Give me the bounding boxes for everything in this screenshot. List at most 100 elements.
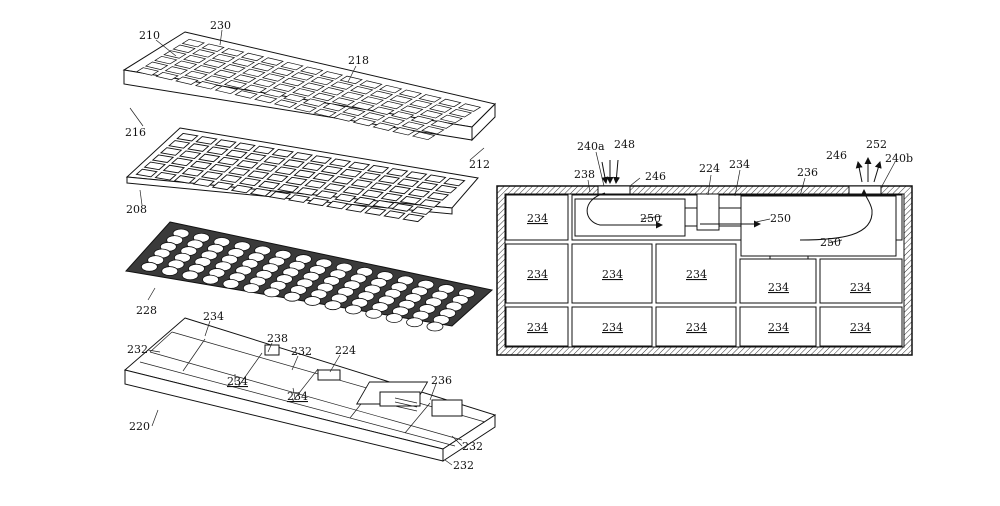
frame-key-opening [322,103,346,112]
ref-210: 210 [139,29,160,42]
keycap [361,189,384,199]
frame-key-opening [372,122,396,131]
frame-key-opening [222,64,246,73]
keycap [198,153,221,163]
frame-key-opening [202,59,227,68]
frame-key-opening [281,77,306,87]
keycap [162,164,186,174]
ref-236: 236 [431,374,452,387]
frame-key-opening [261,73,286,82]
base-housing-220 [123,317,497,462]
keycap [320,165,344,175]
keycap [358,172,382,181]
frame-key-opening [342,107,366,116]
keycap [366,164,390,174]
frame-key-opening [173,60,198,69]
frame-key-opening [182,54,207,64]
frame-key-opening [263,89,287,98]
keycap [266,173,289,183]
dome-switch [202,274,219,285]
frame-key-opening [163,50,187,59]
keycap [435,184,458,194]
frame-key-opening [331,97,356,106]
dome-switch [263,287,281,298]
keycap [369,182,393,191]
keycap [285,176,308,186]
frame-key-opening [351,101,375,111]
keycap [391,203,414,212]
frame-key-opening [410,115,435,125]
frame-key-opening [350,86,374,95]
dome-switch [140,261,158,272]
frame-key-opening [438,98,462,108]
frame-key-opening [319,71,344,80]
keycap [247,170,270,179]
frame-key-opening [175,76,199,85]
dome-switch [161,266,179,276]
keycap [238,177,262,187]
ref-250: 250 [640,212,661,225]
keycap-layer-208 [125,127,479,223]
airflow-arrows [586,157,882,241]
compartment-234: 234 [768,321,789,334]
ref-234: 234 [729,158,750,171]
keycap [407,188,431,198]
frame-key-opening [392,127,416,136]
keycap [383,210,406,219]
frame-key-opening [144,61,169,70]
ref-232: 232 [462,440,483,453]
frame-key-opening [360,96,384,105]
frame-key-opening [233,74,257,83]
keycap [228,167,251,176]
compartment-234: 234 [686,321,707,334]
ref-250: 250 [820,236,841,249]
frame-key-opening [204,75,228,84]
cross-section-view: 240a 248 238 246 224 234 236 246 252 240… [496,138,913,356]
frame-key-opening [283,93,307,103]
frame-key-opening [164,66,189,75]
dome-switch [324,300,342,311]
ref-220: 220 [129,420,150,433]
ref-234: 234 [227,375,248,388]
keycap [208,164,232,173]
keycap [189,160,213,170]
keycap [255,163,278,172]
keycap [385,168,409,177]
frame-key-opening [301,82,325,91]
ref-248: 248 [614,138,635,151]
frame-key-opening [400,105,424,114]
frame-key-opening [234,90,258,99]
keycap [290,152,314,161]
left-leader-lines [129,29,485,466]
ref-212: 212 [469,158,490,171]
frame-key-opening [271,67,295,76]
ref-232: 232 [291,345,312,358]
keycap [200,171,224,180]
exploded-keyboard-view: 210 230 218 216 212 208 228 234 238 224 … [122,19,497,472]
keycap [415,181,439,191]
frame-key-opening [254,94,278,104]
dome-switch [406,317,423,328]
keycap [309,155,333,164]
keycap [339,168,363,178]
ref-224: 224 [699,162,720,175]
keycap [301,162,324,172]
dome-membrane-228 [125,221,494,332]
keycap [217,156,240,166]
dome-switch [222,278,240,289]
keycap [353,196,376,206]
ref-246: 246 [826,149,847,162]
ref-240b: 240b [885,152,913,165]
keycap [159,147,183,156]
keycap [347,161,371,171]
keycap [328,158,352,168]
ref-240a: 240a [577,140,605,153]
frame-key-opening [194,81,219,90]
keycap [143,161,166,171]
right-reference-labels: 240a 248 238 246 224 234 236 246 252 240… [574,138,913,249]
ref-228: 228 [136,304,157,317]
compartment-234: 234 [850,281,871,294]
keycap [178,150,202,159]
keycap [424,174,447,184]
ref-218: 218 [348,54,369,67]
